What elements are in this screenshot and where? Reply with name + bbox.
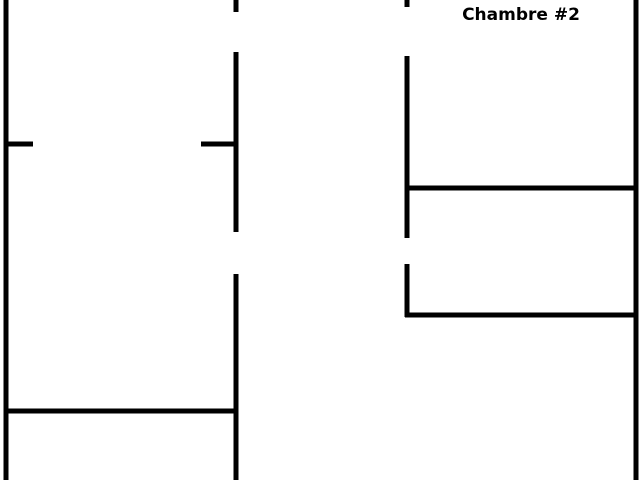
room-label-chambre-2: Chambre #2 xyxy=(462,5,580,25)
